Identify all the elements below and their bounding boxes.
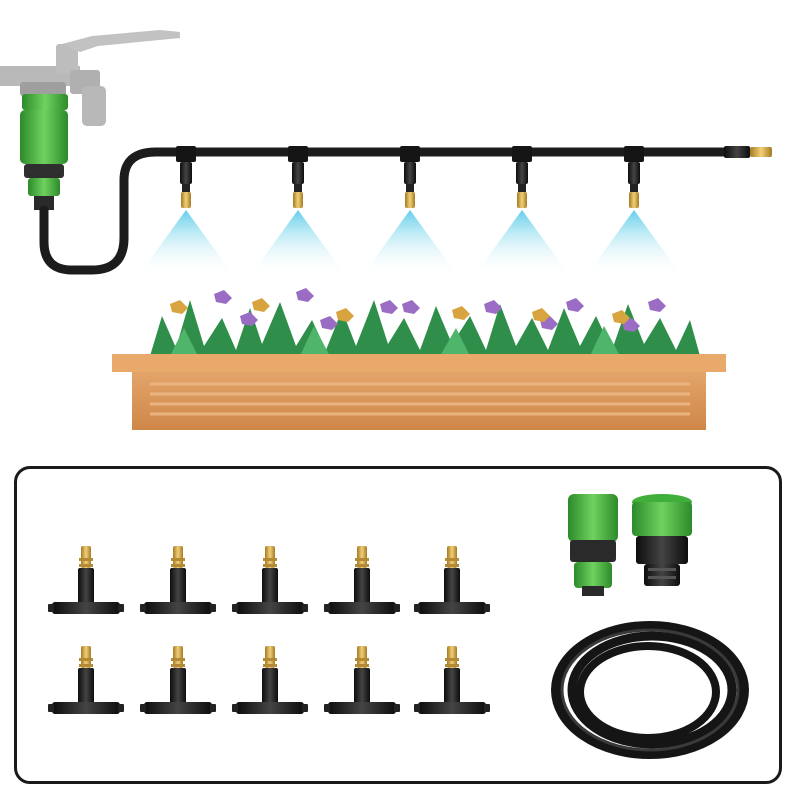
mist-nozzles: [138, 146, 682, 276]
plants: [150, 288, 700, 356]
nozzle-tees: [48, 546, 490, 714]
faucet-connector: [20, 94, 68, 210]
main-hose: [39, 147, 733, 275]
hose-coil: [551, 621, 749, 759]
planter-box: [112, 354, 726, 430]
faucet-adapter: [632, 494, 692, 586]
quick-connector: [568, 494, 618, 596]
faucet: [0, 30, 180, 126]
